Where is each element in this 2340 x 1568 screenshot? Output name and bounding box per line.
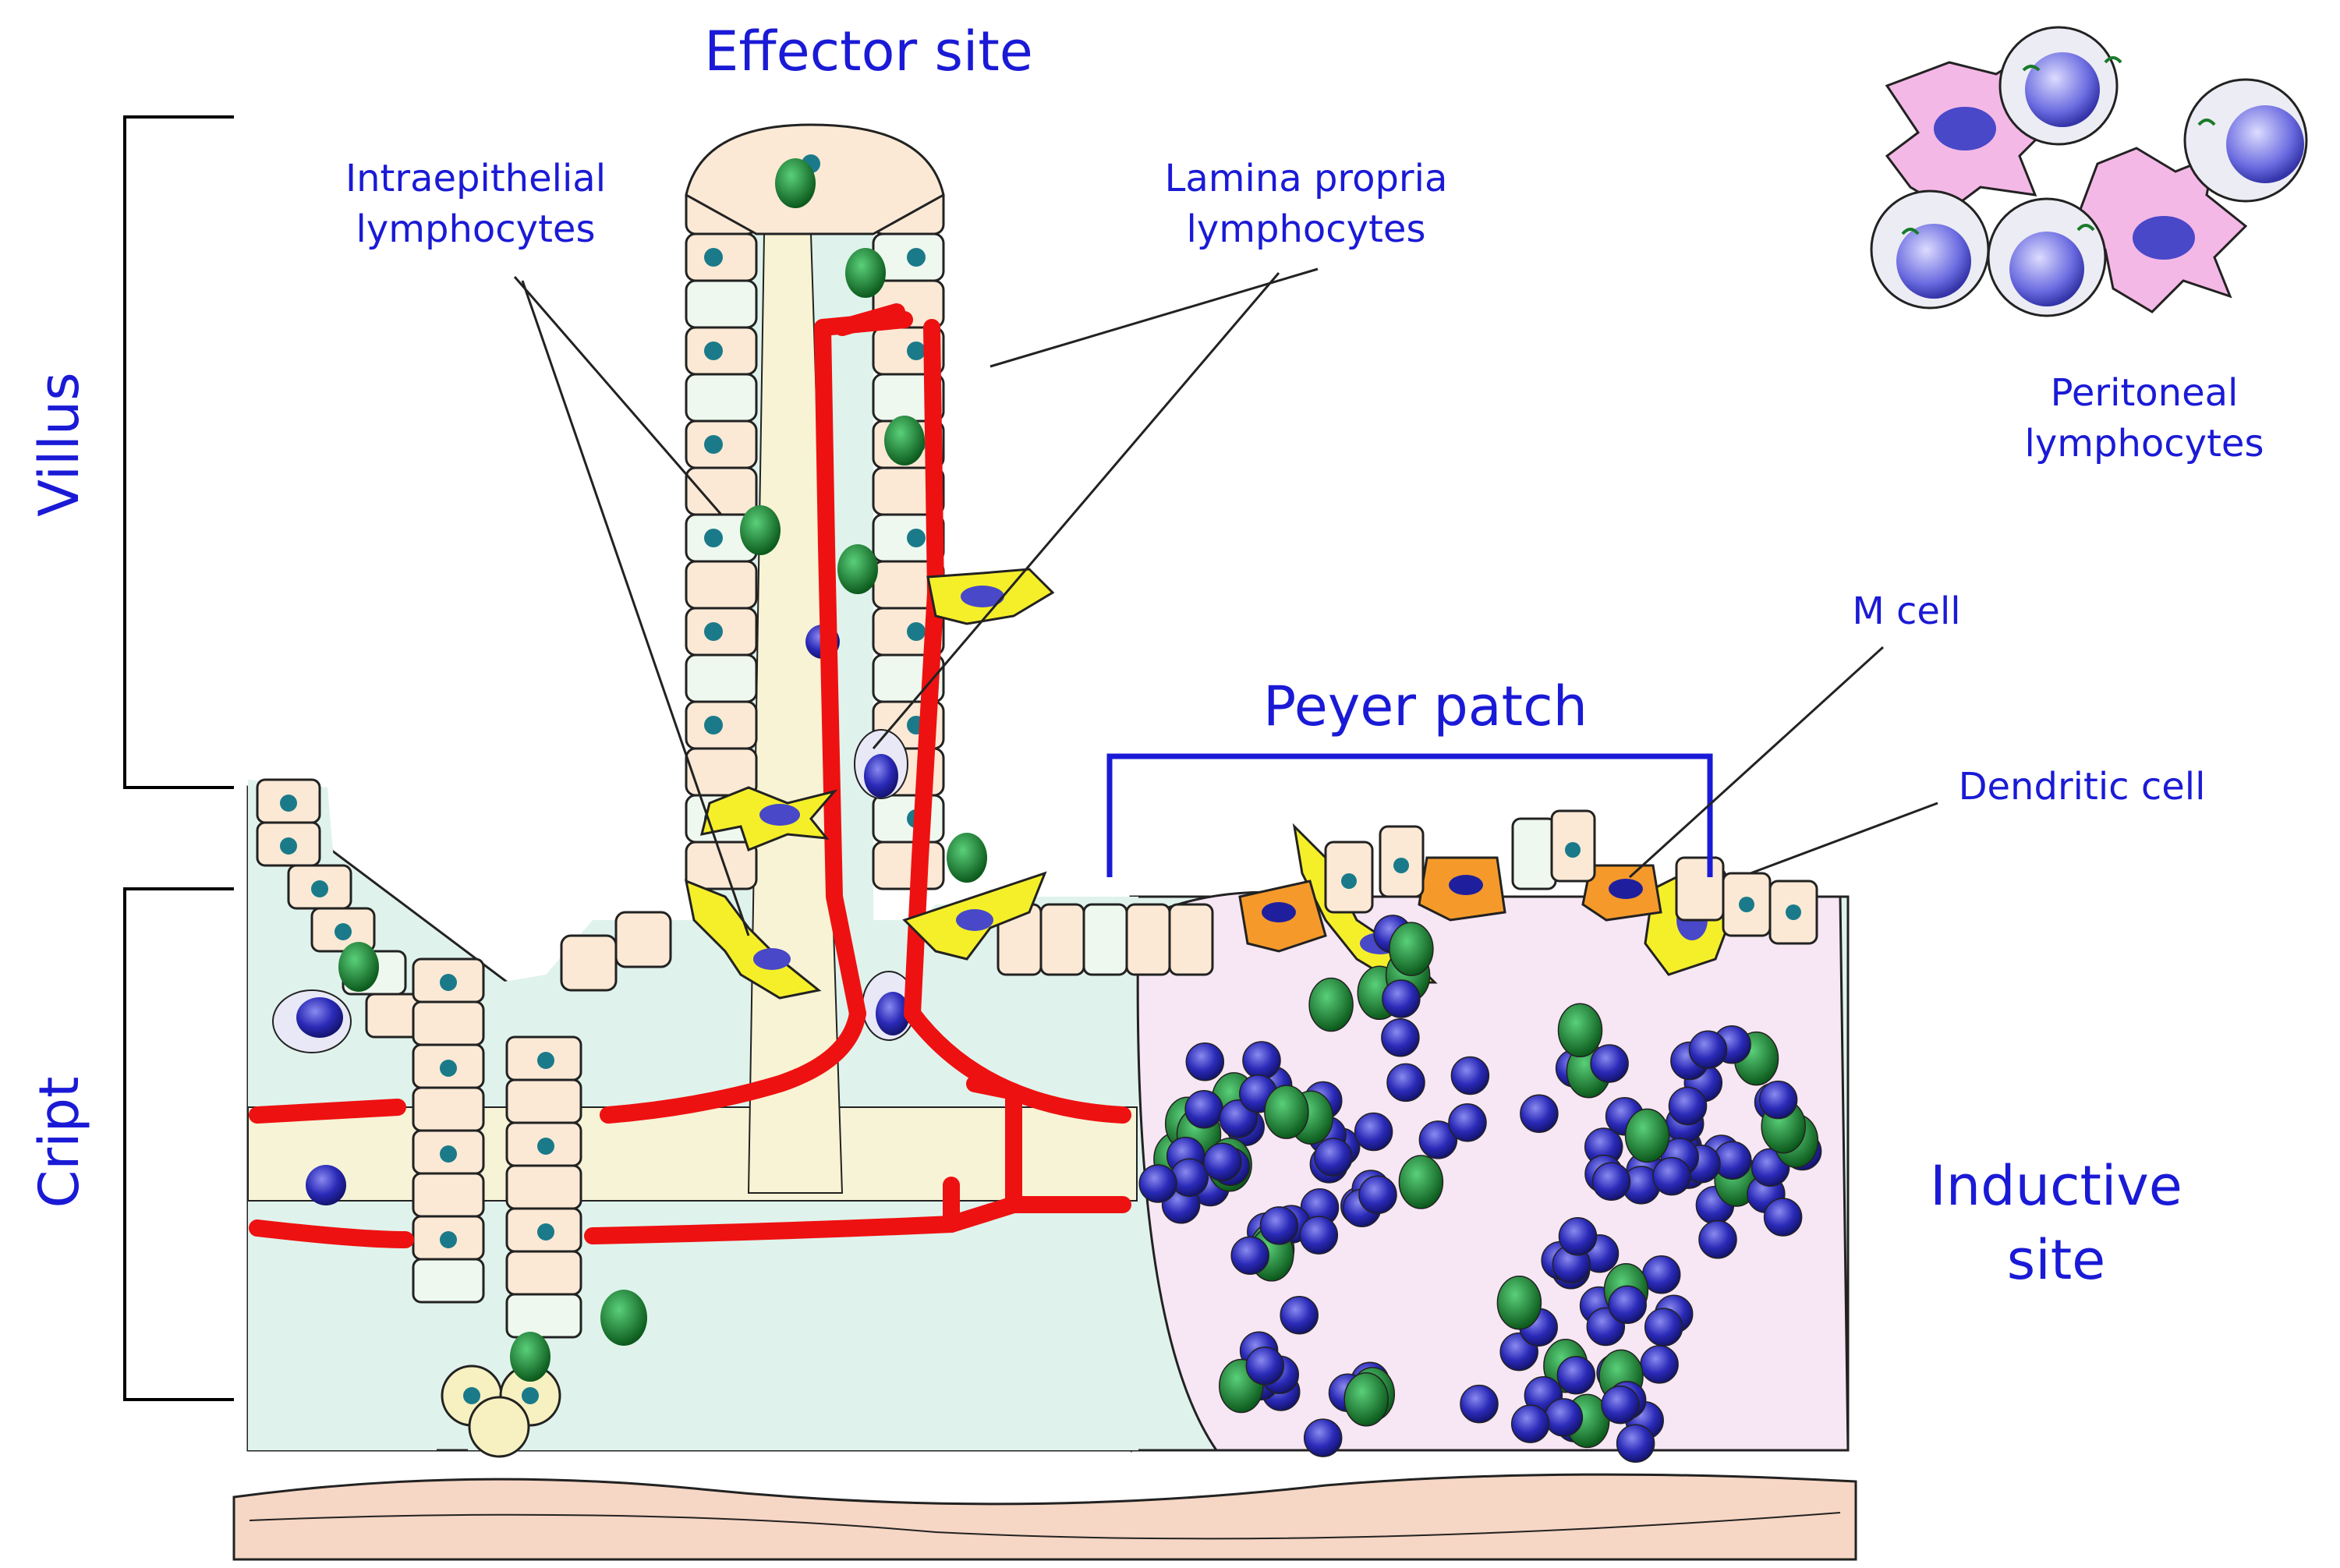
lymphocyte [1354,1112,1393,1152]
lymphocyte [1460,1384,1499,1424]
peritoneal-cells [1870,26,2308,317]
submucosa-band [247,1106,1138,1202]
goblet-cell [1496,1275,1542,1330]
lymphocyte [1558,1217,1598,1256]
crypt [256,778,647,1458]
goblet-cell [1308,977,1354,1032]
intraepithelial-label-line2: lymphocytes [356,207,596,251]
lymphocyte [1303,1418,1343,1457]
lymphocyte [1668,1086,1708,1126]
peritoneal-label-line1: Peritoneal [2051,371,2239,415]
lymphocyte [1386,1063,1425,1103]
lymphocyte [1418,1120,1458,1159]
lamina-propria-label-line2: lymphocytes [1187,207,1426,251]
lymphocyte [1242,1041,1281,1080]
peyer-patch-bracket [1106,753,1713,877]
villus-bracket [123,115,234,789]
lymphocyte [1184,1089,1223,1129]
peyer-patch-lymphocytes [1138,915,1822,1463]
lamina-propria-label-line1: Lamina propria [1165,157,1448,200]
goblet-cell [1557,1003,1603,1058]
lymphocyte [1758,1080,1798,1120]
goblet-cell [1398,1155,1444,1209]
lymphocyte [1688,1030,1728,1069]
lymphocyte [1644,1308,1683,1347]
goblet-cell [1264,1085,1309,1139]
lymphocyte [1203,1142,1242,1181]
dendritic-cell-label: Dendritic cell [1959,765,2206,809]
cript-label: Cript [27,1077,91,1209]
lymphocyte [1382,979,1421,1018]
lymphocyte [1601,1385,1640,1425]
inductive-site-label-line2: site [2007,1228,2105,1292]
lymphocyte [1358,1175,1397,1215]
lymphocyte [1763,1198,1803,1237]
lymphocyte [1450,1056,1490,1095]
goblet-cell [1624,1108,1670,1163]
lymphocyte [1245,1346,1285,1386]
intraepithelial-label-line1: Intraepithelial [345,157,606,200]
lymphocyte [1280,1295,1319,1335]
lymphocyte [1230,1236,1269,1276]
effector-site-label: Effector site [704,19,1033,83]
lymphocyte [1520,1094,1559,1133]
peyer-epithelium [1324,809,1818,945]
villus [685,123,987,1194]
lymphocyte [1510,1404,1550,1443]
inductive-site-label-line1: Inductive [1930,1154,2182,1218]
lymphocyte [1608,1285,1647,1324]
lymphocyte [1314,1138,1353,1177]
peyer-patch-label: Peyer patch [1263,674,1588,738]
goblet-cell [1389,922,1434,976]
peritoneal-label-line2: lymphocytes [2025,422,2264,465]
lymphocyte [1259,1206,1299,1245]
lymphocyte [1556,1356,1596,1395]
lymphocyte [1448,1103,1487,1142]
lymphocyte [1544,1398,1584,1437]
blood-vessels [249,303,1131,1248]
lymphocyte [1640,1345,1679,1384]
cript-bracket [123,887,234,1401]
goblet-cell [1343,1372,1389,1427]
villus-base-epithelium [560,903,1214,992]
leader-lines [513,267,1938,936]
lymphocyte [1185,1042,1225,1081]
lymphocyte [1698,1219,1737,1259]
lymphocyte [1138,1164,1177,1203]
muscularis-layer [232,1473,1857,1561]
lymphocyte [1591,1162,1631,1202]
lymphocyte [1299,1216,1339,1255]
lymphocyte [1590,1044,1629,1083]
m-cell-label: M cell [1852,589,1960,633]
lymphocyte [1616,1424,1655,1463]
villus-label: Villus [27,372,91,517]
lymphocyte [1381,1018,1420,1057]
lymphocyte [1652,1156,1691,1196]
